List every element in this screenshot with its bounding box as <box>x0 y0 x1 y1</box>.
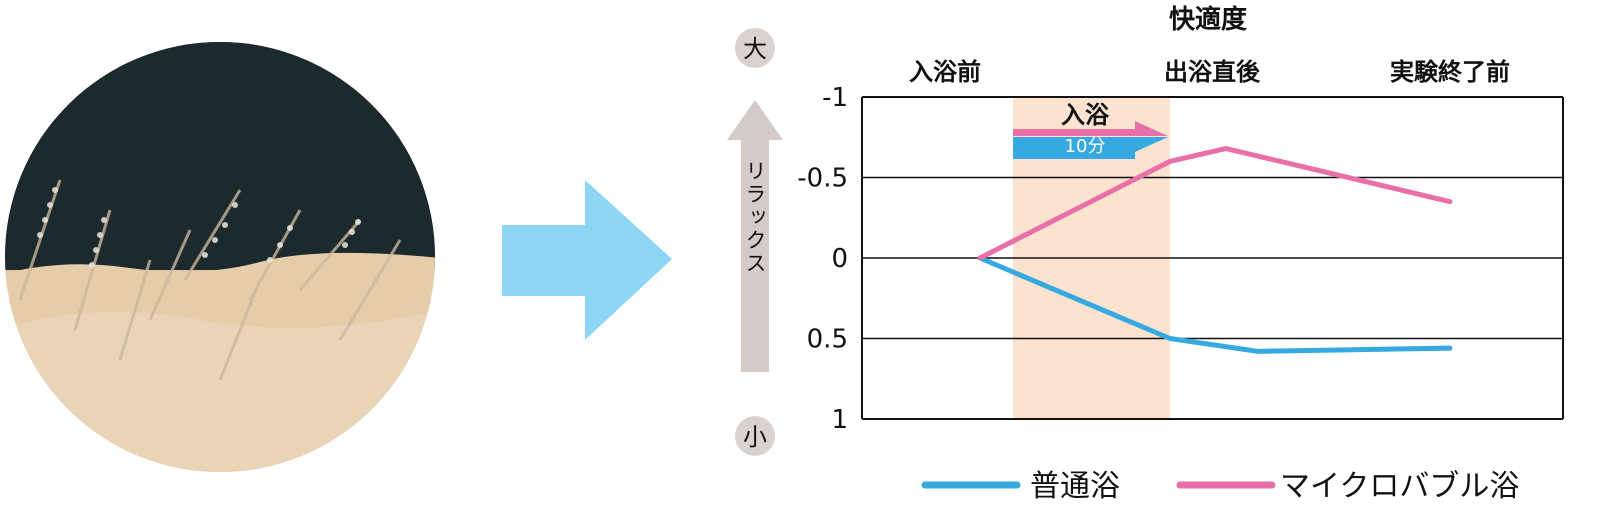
y-tick-label: 0.5 <box>807 325 848 355</box>
y-tick-labels: -1 -0.5 0 0.5 1 <box>797 83 848 435</box>
right-arrow-icon <box>502 180 672 340</box>
y-tick-label: -1 <box>822 83 848 113</box>
bathing-arrow-top <box>1013 121 1168 136</box>
chart-title: 快適度 <box>1169 4 1247 35</box>
legend: 普通浴 マイクロバブル浴 <box>921 469 1519 504</box>
large-label-circle <box>735 28 775 68</box>
skin-with-microbubbles-photo <box>5 42 435 472</box>
y-tick-label: 1 <box>831 405 848 435</box>
phase-label: 入浴前 <box>909 58 981 86</box>
series-line-0 <box>977 255 1453 354</box>
phase-label: 出浴直後 <box>1164 58 1261 86</box>
phase-labels: 入浴前 出浴直後 実験終了前 <box>909 58 1510 86</box>
scale-top-label: 大 <box>743 35 767 63</box>
phase-label: 実験終了前 <box>1390 58 1510 86</box>
plot-grid <box>861 96 1564 420</box>
y-tick-label: 0 <box>831 244 848 274</box>
bathing-annotation: 入浴 10分 <box>1013 101 1168 159</box>
bathing-arrow-bottom <box>1013 137 1168 159</box>
relax-up-arrow-icon <box>727 100 783 372</box>
relax-arrow-label: リラックス <box>743 160 767 275</box>
bathing-duration-label: 10分 <box>1065 136 1106 157</box>
series-lines <box>977 146 1453 354</box>
scale-bottom-label: 小 <box>743 423 767 451</box>
small-label-circle <box>735 416 775 456</box>
legend-label: 普通浴 <box>1030 469 1120 504</box>
comfort-scale: 大 リラックス 小 <box>727 28 783 456</box>
series-line-1 <box>977 146 1453 261</box>
bathing-label: 入浴 <box>1061 101 1110 129</box>
legend-label: マイクロバブル浴 <box>1280 469 1519 504</box>
y-tick-label: -0.5 <box>797 164 848 194</box>
